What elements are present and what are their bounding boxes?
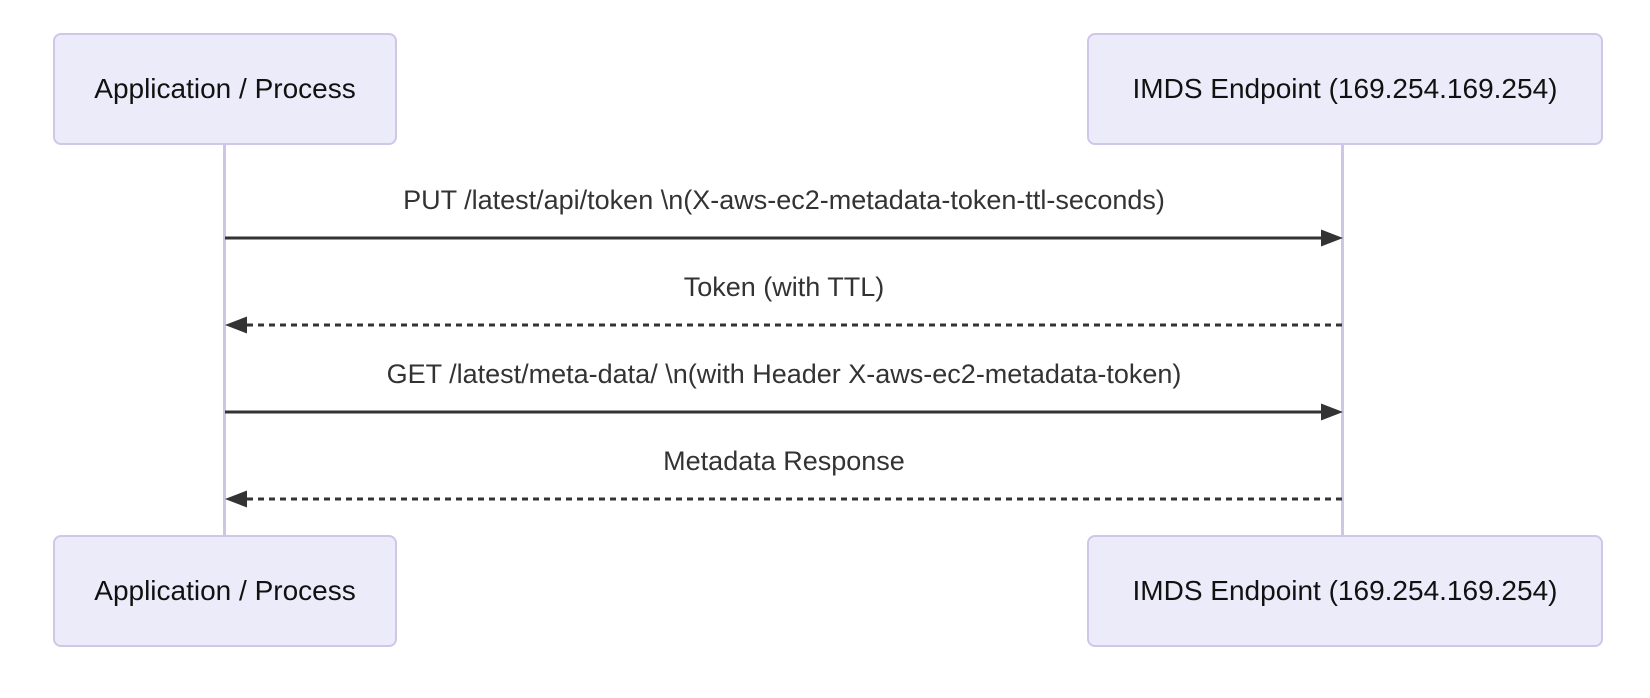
message-label-token-ttl: Token (with TTL): [683, 272, 885, 302]
arrowhead-right-icon: [1321, 229, 1343, 247]
arrow-solid-right: [225, 403, 1343, 421]
arrowhead-right-icon: [1321, 403, 1343, 421]
actor-label: IMDS Endpoint (169.254.169.254): [1132, 575, 1558, 606]
arrowhead-left-icon: [225, 316, 247, 334]
actor-box-application-top: Application / Process: [53, 33, 397, 145]
actor-label: IMDS Endpoint (169.254.169.254): [1132, 73, 1558, 104]
lifeline-imds-endpoint: [1341, 145, 1344, 535]
actor-label: Application / Process: [94, 73, 356, 104]
lifeline-application: [223, 145, 226, 535]
arrow-solid-right: [225, 229, 1343, 247]
arrow-dashed-left: [225, 316, 1343, 334]
actor-label: Application / Process: [94, 575, 356, 606]
actor-box-application-bottom: Application / Process: [53, 535, 397, 647]
message-label-metadata-response: Metadata Response: [663, 446, 905, 476]
message-label-put-token: PUT /latest/api/token \n(X-aws-ec2-metad…: [403, 185, 1165, 215]
actor-box-imds-bottom: IMDS Endpoint (169.254.169.254): [1087, 535, 1603, 647]
actor-box-imds-top: IMDS Endpoint (169.254.169.254): [1087, 33, 1603, 145]
arrow-dashed-left: [225, 490, 1343, 508]
message-label-get-metadata: GET /latest/meta-data/ \n(with Header X-…: [386, 359, 1182, 389]
arrowhead-left-icon: [225, 490, 247, 508]
